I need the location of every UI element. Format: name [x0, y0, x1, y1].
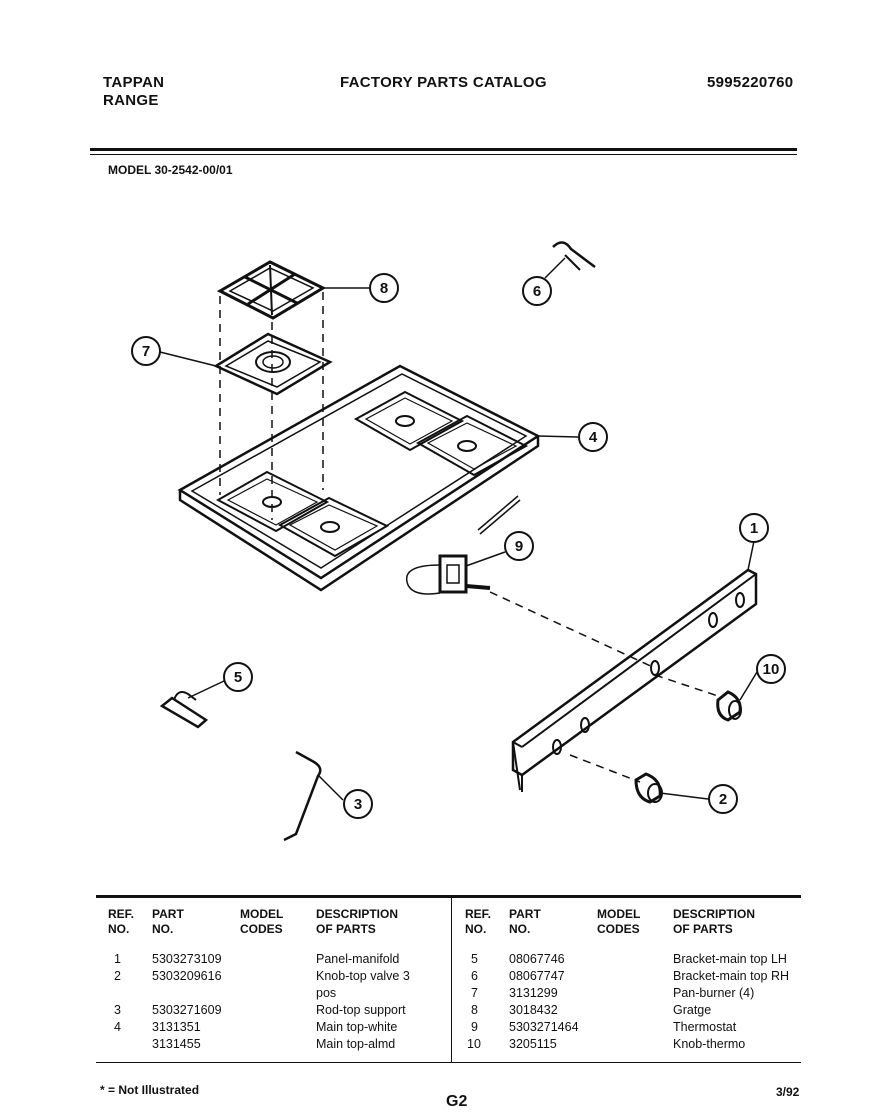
model-line: MODEL 30-2542-00/01 — [108, 163, 233, 177]
exploded-parts-diagram: 1 2 3 4 5 6 7 8 9 10 — [131, 241, 786, 842]
callout-label-5: 5 — [234, 669, 242, 686]
brand-line-1: TAPPAN — [103, 74, 165, 91]
callout-label-6: 6 — [533, 283, 541, 300]
table-row: pos — [316, 986, 337, 1000]
callout-label-10: 10 — [763, 661, 780, 678]
knob-thermo-illustration — [716, 690, 742, 722]
callout-label-7: 7 — [142, 343, 150, 360]
grate-illustration — [216, 260, 327, 320]
burner-pan-illustration — [213, 332, 333, 396]
callout-4 — [578, 422, 608, 452]
callout-5 — [223, 662, 253, 692]
panel-manifold-illustration — [511, 568, 758, 792]
callout-label-9: 9 — [515, 538, 523, 555]
callout-label-8: 8 — [380, 280, 388, 297]
header-ref: REF.NO. — [465, 907, 492, 936]
catalog-number: 5995220760 — [707, 74, 794, 91]
header-ref: REF.NO. — [108, 907, 135, 936]
callout-2 — [708, 784, 738, 814]
table-divider — [451, 897, 452, 1062]
brand-line-2: RANGE — [103, 92, 159, 109]
rod-support-illustration — [283, 750, 322, 842]
callout-label-4: 4 — [589, 429, 598, 446]
callout-label-1: 1 — [750, 520, 758, 537]
callout-6 — [522, 276, 552, 306]
callout-7 — [131, 336, 161, 366]
callout-label-2: 2 — [719, 791, 727, 808]
table-rule-bottom — [96, 1062, 801, 1063]
bracket-lh-illustration — [159, 691, 209, 729]
page-code: G2 — [446, 1093, 468, 1110]
header-rule-thin — [90, 154, 797, 155]
callout-label-3: 3 — [354, 796, 362, 813]
knob-valve-illustration — [634, 772, 663, 804]
header-rule-thick — [90, 148, 797, 151]
thermostat-illustration — [406, 495, 521, 595]
callout-8 — [369, 273, 399, 303]
bracket-rh-illustration — [552, 241, 596, 271]
table-rule-top — [96, 895, 801, 898]
main-top-illustration — [177, 364, 541, 592]
callout-3 — [343, 789, 373, 819]
callout-10 — [756, 654, 786, 684]
print-date: 3/92 — [776, 1085, 800, 1099]
callout-9 — [504, 531, 534, 561]
footer-note: * = Not Illustrated — [100, 1083, 200, 1097]
catalog-title: FACTORY PARTS CATALOG — [340, 74, 547, 91]
callout-1 — [739, 513, 769, 543]
